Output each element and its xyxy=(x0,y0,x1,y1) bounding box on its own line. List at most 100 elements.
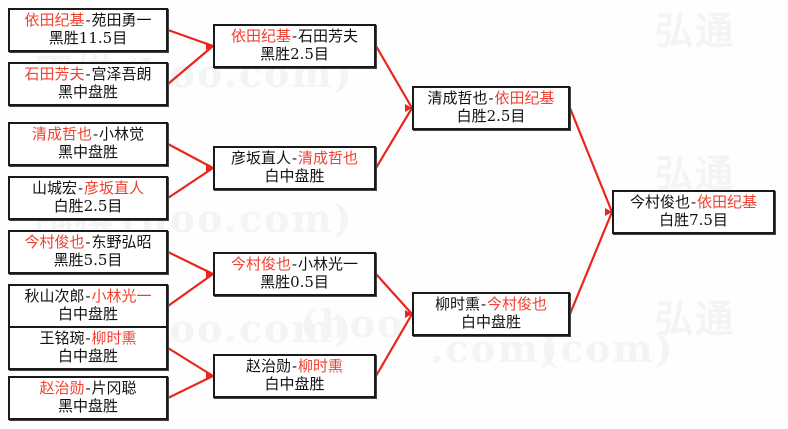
player-separator: - xyxy=(85,379,91,398)
player-right: 彦坂直人 xyxy=(84,179,145,198)
connector-arrow xyxy=(405,310,412,318)
player-separator: - xyxy=(488,89,494,108)
connector-arrow xyxy=(206,42,213,50)
match-box[interactable]: 秋山次郎-小林光一白中盘胜 xyxy=(8,284,168,328)
player-left: 彦坂直人 xyxy=(230,149,291,168)
player-separator: - xyxy=(690,193,697,212)
player-separator: - xyxy=(92,125,99,144)
match-players: 依田纪基-苑田勇一 xyxy=(24,11,152,30)
player-right: 宫泽吾朗 xyxy=(91,65,152,84)
match-box[interactable]: 今村俊也-依田纪基白胜7.5目 xyxy=(612,190,775,234)
connector-line xyxy=(167,143,214,169)
player-separator: - xyxy=(291,149,298,168)
connector-line xyxy=(167,251,214,275)
match-players: 清成哲也-依田纪基 xyxy=(427,89,555,108)
match-box[interactable]: 柳时熏-今村俊也白中盘胜 xyxy=(412,292,570,336)
match-box[interactable]: 石田芳夫-宫泽吾朗黑中盘胜 xyxy=(8,62,168,106)
match-box[interactable]: 依田纪基-石田芳夫黑胜2.5目 xyxy=(213,24,376,68)
match-result: 白中盘胜 xyxy=(460,313,521,331)
match-box[interactable]: 赵治勋-片冈聪黑中盘胜 xyxy=(8,376,168,420)
match-box[interactable]: 清成哲也-小林觉黑中盘胜 xyxy=(8,122,168,166)
connector-arrow xyxy=(605,208,612,216)
player-right: 东野弘昭 xyxy=(91,233,152,252)
player-separator: - xyxy=(85,233,91,252)
match-result: 白中盘胜 xyxy=(264,375,325,393)
match-players: 王铭琬-柳时熏 xyxy=(39,329,137,348)
connector-line xyxy=(568,107,614,213)
player-left: 赵治勋 xyxy=(39,379,85,398)
match-result: 黑中盘胜 xyxy=(57,143,118,161)
player-right: 小林光一 xyxy=(298,255,359,274)
match-players: 赵治勋-片冈聪 xyxy=(39,379,137,398)
player-right: 苑田勇一 xyxy=(91,11,152,30)
match-players: 彦坂直人-清成哲也 xyxy=(230,149,358,168)
player-separator: - xyxy=(85,11,91,30)
player-left: 柳时熏 xyxy=(434,295,480,314)
match-result: 白胜2.5目 xyxy=(456,107,526,125)
player-separator: - xyxy=(291,357,298,376)
player-separator: - xyxy=(291,255,298,274)
player-right: 小林觉 xyxy=(99,125,145,144)
match-players: 今村俊也-依田纪基 xyxy=(630,193,758,212)
player-left: 依田纪基 xyxy=(24,11,85,30)
connector-line xyxy=(375,107,413,169)
match-players: 秋山次郎-小林光一 xyxy=(24,287,151,306)
match-box[interactable]: 今村俊也-小林光一黑胜0.5目 xyxy=(213,252,376,296)
match-players: 山城宏-彦坂直人 xyxy=(31,179,145,198)
player-separator: - xyxy=(291,27,298,46)
match-box[interactable]: 依田纪基-苑田勇一黑胜11.5目 xyxy=(8,8,168,52)
player-separator: - xyxy=(480,295,487,314)
player-right: 依田纪基 xyxy=(697,193,758,212)
player-right: 柳时熏 xyxy=(91,329,137,348)
match-box[interactable]: 山城宏-彦坂直人白胜2.5目 xyxy=(8,176,168,220)
match-box[interactable]: 今村俊也-东野弘昭黑胜5.5目 xyxy=(8,230,168,274)
watermark-text: 弘通 xyxy=(655,8,736,53)
match-result: 白中盘胜 xyxy=(264,167,325,185)
player-left: 秋山次郎 xyxy=(24,287,85,306)
connector-line xyxy=(375,313,413,377)
player-left: 依田纪基 xyxy=(230,27,291,46)
match-players: 石田芳夫-宫泽吾朗 xyxy=(24,65,152,84)
match-result: 黑胜11.5目 xyxy=(48,29,128,47)
connector-line xyxy=(167,347,214,377)
connector-arrow xyxy=(206,164,213,172)
watermark-text: 弘通 xyxy=(655,151,736,196)
player-left: 赵治勋 xyxy=(245,357,291,376)
match-box[interactable]: 王铭琬-柳时熏白中盘胜 xyxy=(8,326,168,370)
connector-line xyxy=(167,167,214,199)
watermark-text: 弘通 xyxy=(655,296,736,341)
player-right: 石田芳夫 xyxy=(298,27,359,46)
player-left: 山城宏 xyxy=(31,179,77,198)
player-right: 今村俊也 xyxy=(487,295,548,314)
match-box[interactable]: 清成哲也-依田纪基白胜2.5目 xyxy=(412,86,570,130)
player-left: 王铭琬 xyxy=(39,329,85,348)
watermark-text: (hoo xyxy=(300,301,405,346)
match-result: 黑胜5.5目 xyxy=(53,251,123,269)
player-right: 片冈聪 xyxy=(91,379,137,398)
connector-line xyxy=(375,45,413,109)
match-players: 清成哲也-小林觉 xyxy=(32,125,145,144)
connector-line xyxy=(167,273,214,307)
match-result: 黑中盘胜 xyxy=(57,397,118,415)
connector-arrow xyxy=(206,270,213,278)
connector-line xyxy=(568,211,614,315)
player-right: 依田纪基 xyxy=(494,89,555,108)
connector-line xyxy=(167,375,214,399)
player-separator: - xyxy=(77,179,84,198)
match-result: 黑胜0.5目 xyxy=(260,273,329,291)
match-players: 今村俊也-小林光一 xyxy=(230,255,359,274)
connector-line xyxy=(375,273,413,315)
player-right: 柳时熏 xyxy=(298,357,344,376)
match-box[interactable]: 彦坂直人-清成哲也白中盘胜 xyxy=(213,146,376,190)
player-separator: - xyxy=(85,329,91,348)
player-left: 今村俊也 xyxy=(230,255,291,274)
match-box[interactable]: 赵治勋-柳时熏白中盘胜 xyxy=(213,354,376,398)
connector-line xyxy=(167,28,214,48)
player-left: 清成哲也 xyxy=(427,89,488,108)
player-left: 石田芳夫 xyxy=(24,65,85,84)
match-players: 今村俊也-东野弘昭 xyxy=(24,233,152,252)
match-result: 白胜2.5目 xyxy=(53,197,123,215)
connector-arrow xyxy=(405,104,412,112)
player-separator: - xyxy=(85,65,91,84)
